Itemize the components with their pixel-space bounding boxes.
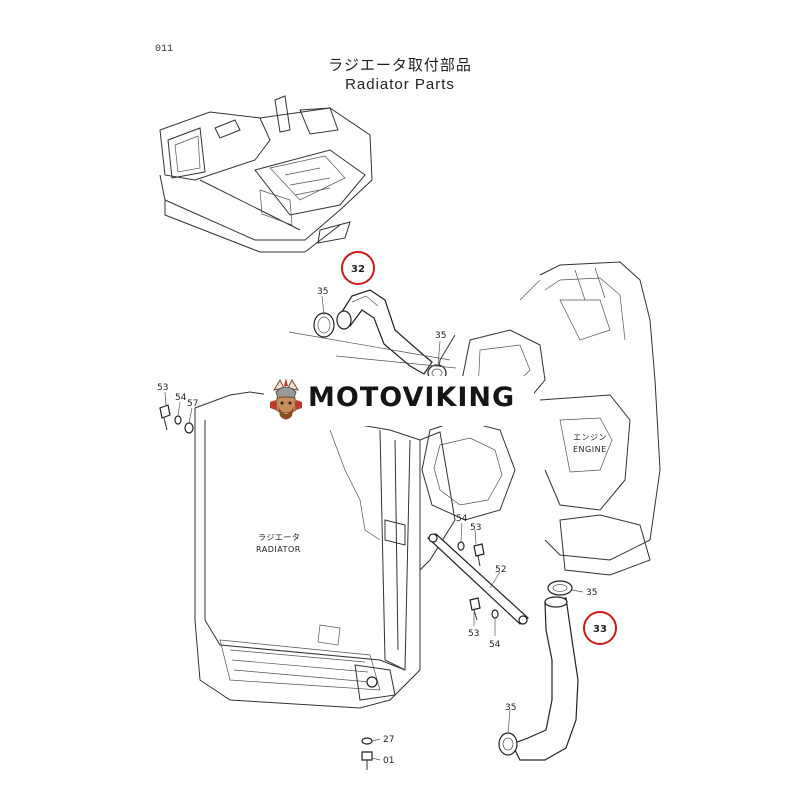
excavator-illustration bbox=[159, 95, 373, 253]
watermark-background bbox=[264, 376, 534, 426]
hose-clamp-bottom bbox=[498, 732, 518, 756]
radiator-label-jp: ラジエータ bbox=[258, 533, 300, 542]
callout-57-left: 57 bbox=[187, 399, 198, 409]
spacer-57-left bbox=[184, 422, 194, 434]
engine-label-jp: エンジン bbox=[573, 433, 607, 442]
title-japanese: ラジエータ取付部品 bbox=[328, 57, 472, 74]
washer-54-lower bbox=[491, 609, 499, 619]
callout-54-lower: 54 bbox=[489, 640, 501, 650]
washer-27-bottom bbox=[361, 737, 373, 745]
bolt-53-left bbox=[159, 404, 171, 431]
callout-53-lower: 53 bbox=[468, 629, 479, 639]
radiator-label-en: RADIATOR bbox=[256, 545, 301, 554]
highlight-circle-32 bbox=[341, 251, 375, 285]
washer-54-left bbox=[174, 415, 182, 425]
callout-35-engine: 35 bbox=[586, 588, 597, 598]
leader-lines bbox=[164, 295, 584, 761]
callout-35-upper-right: 35 bbox=[435, 331, 446, 341]
radiator-mount-hole bbox=[366, 676, 378, 688]
highlight-circle-33 bbox=[583, 611, 617, 645]
callout-27: 27 bbox=[383, 735, 394, 745]
callout-54-left: 54 bbox=[175, 393, 187, 403]
callout-35-upper-left: 35 bbox=[317, 287, 328, 297]
bolt-01-bottom bbox=[361, 751, 373, 770]
callout-32: 32 bbox=[351, 264, 365, 275]
callout-33: 33 bbox=[593, 624, 607, 635]
stay-rod-part bbox=[426, 533, 529, 625]
callout-53-left: 53 bbox=[157, 383, 168, 393]
washer-54-mid bbox=[457, 541, 465, 551]
bolt-53-lower bbox=[469, 597, 481, 621]
watermark-text: MOTOVIKING bbox=[308, 382, 516, 413]
callout-53-mid: 53 bbox=[470, 523, 481, 533]
viking-logo bbox=[270, 378, 302, 420]
radiator-illustration bbox=[194, 391, 456, 709]
callout-54-mid: 54 bbox=[456, 514, 468, 524]
callout-01: 01 bbox=[383, 756, 394, 766]
upper-hose-part bbox=[336, 289, 433, 375]
title-english: Radiator Parts bbox=[345, 76, 455, 93]
hose-clamp-engine-side bbox=[547, 580, 573, 596]
callout-52: 52 bbox=[495, 565, 506, 575]
hose-clamp-upper-left bbox=[313, 312, 335, 338]
lower-hose-part bbox=[511, 596, 579, 761]
callout-35-bottom: 35 bbox=[505, 703, 516, 713]
bolt-53-mid bbox=[473, 543, 485, 567]
engine-label-en: ENGINE bbox=[573, 445, 607, 454]
page-number: 011 bbox=[155, 44, 174, 55]
